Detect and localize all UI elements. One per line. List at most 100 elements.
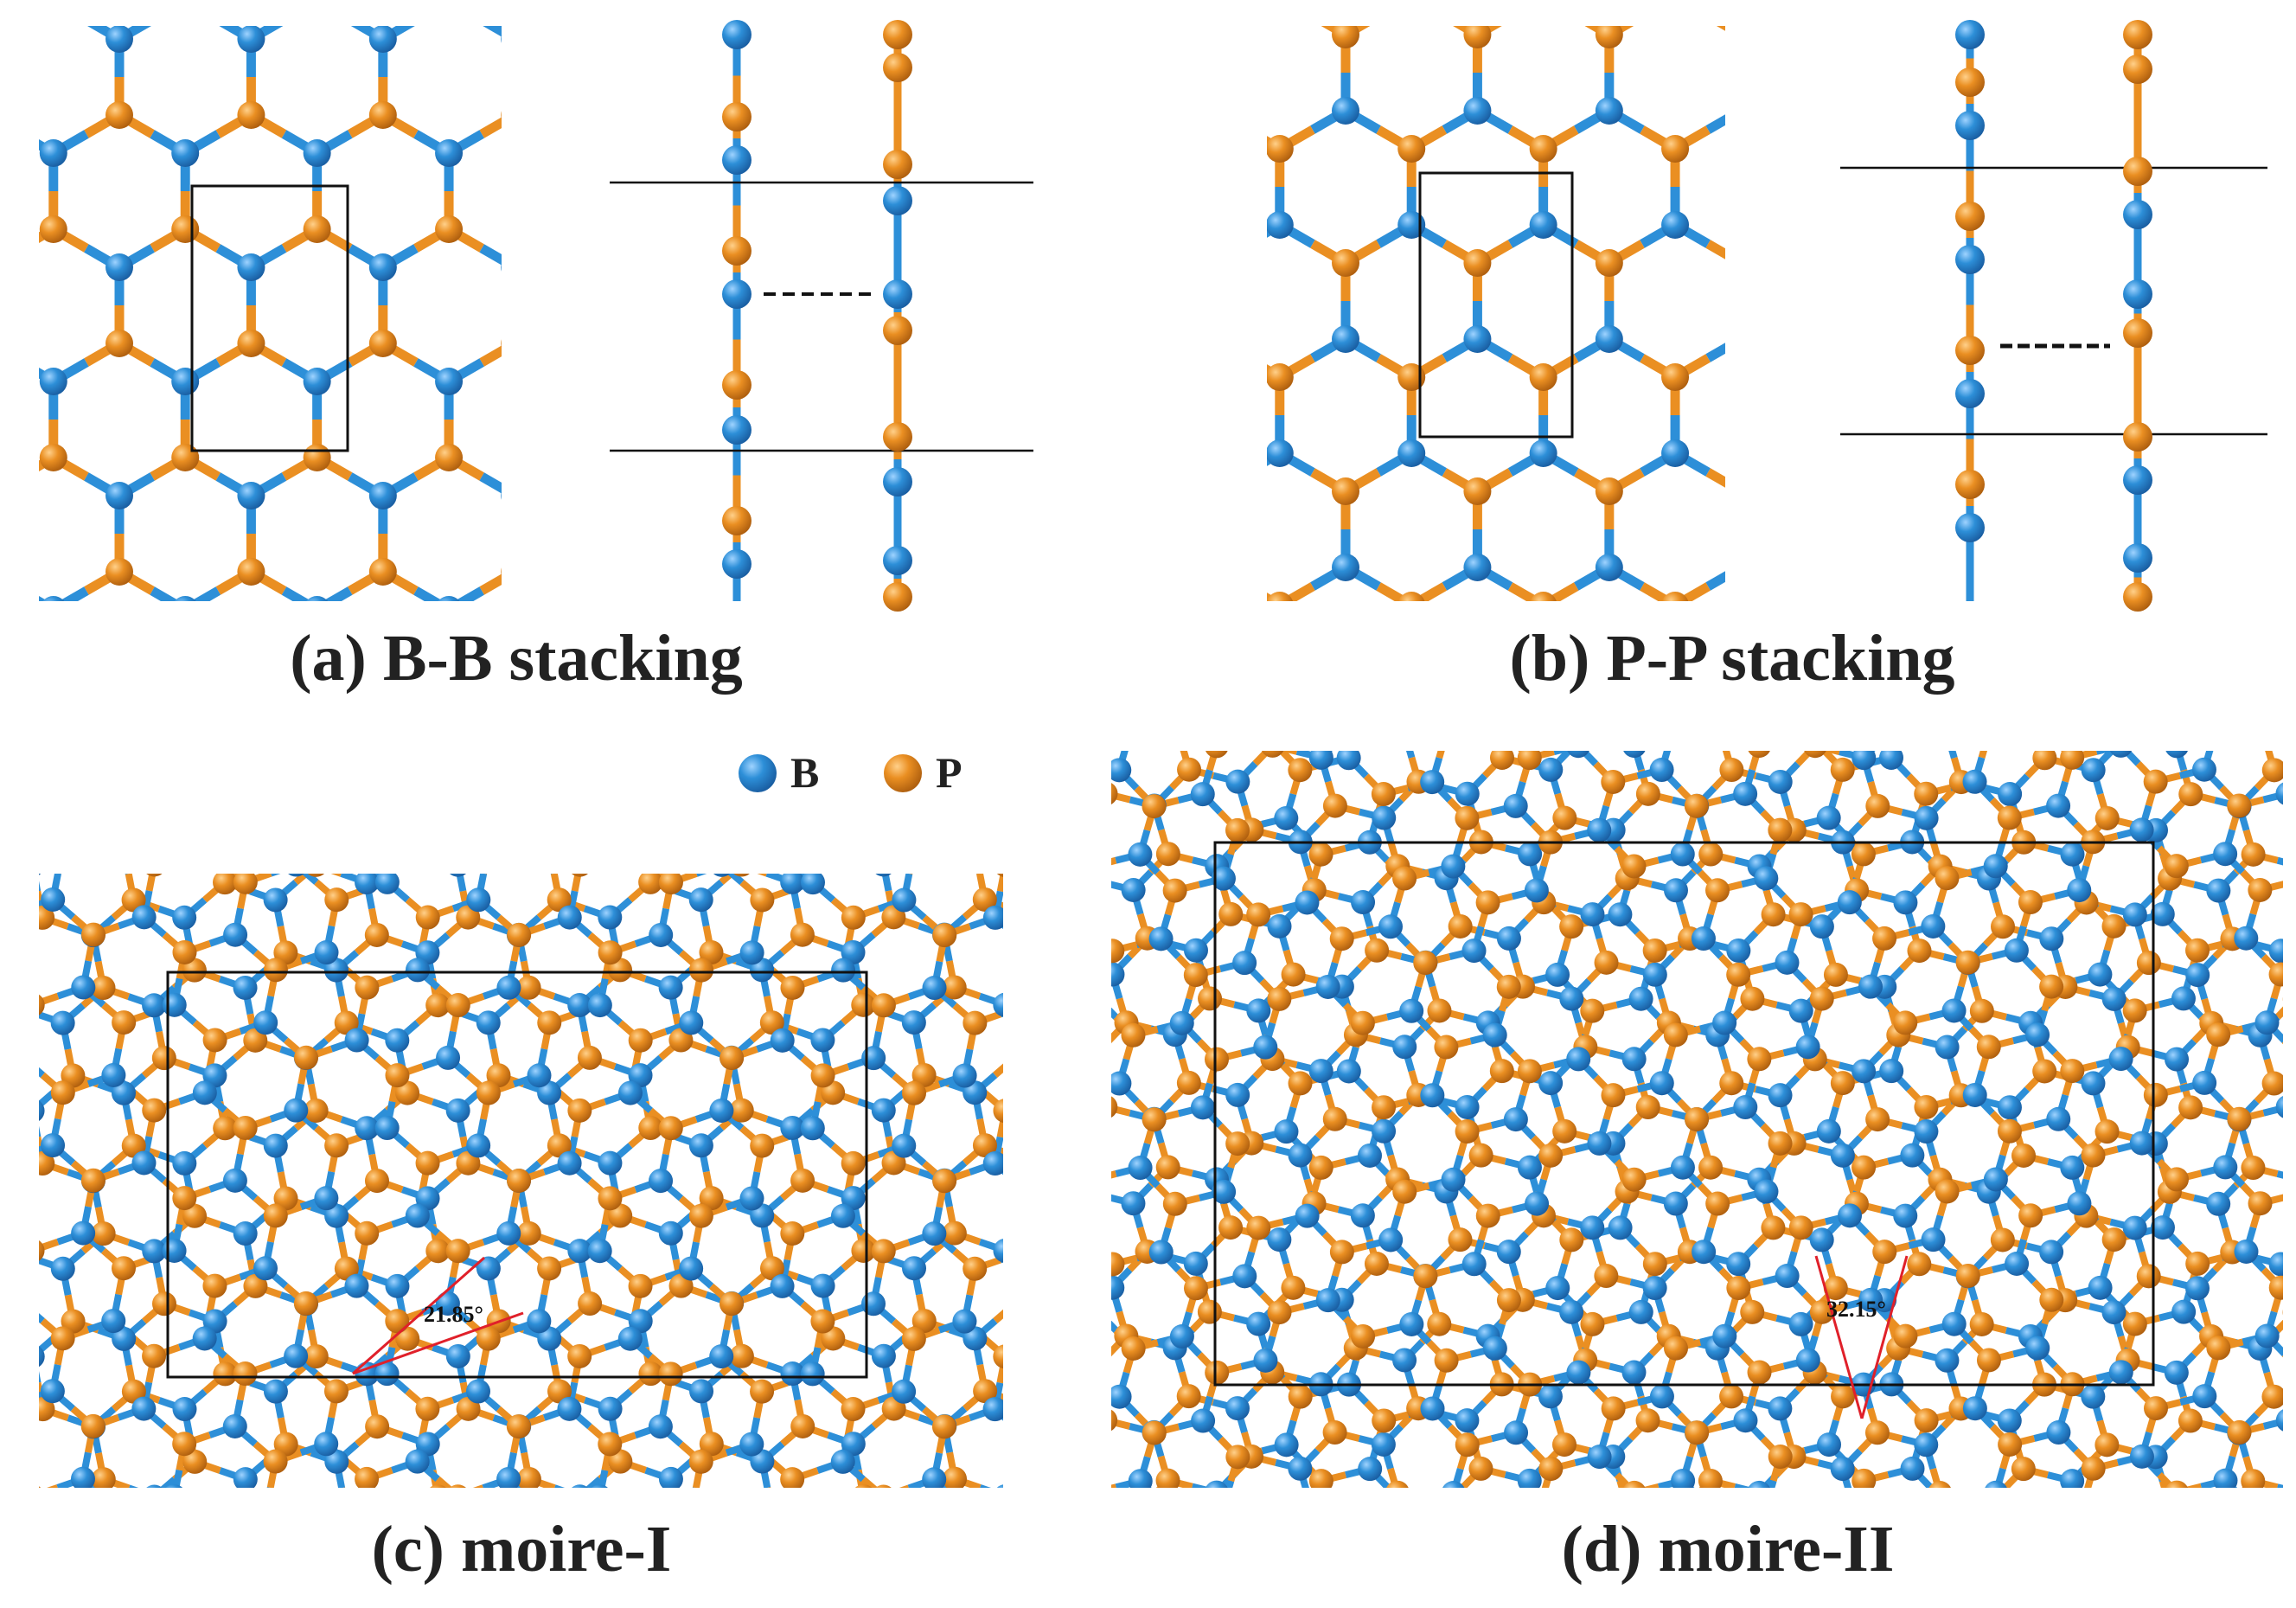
boron-atom [1977,1493,2001,1517]
bond [1774,0,1807,16]
bond [999,1255,1003,1264]
boron-atom [2171,986,2196,1011]
bond [1126,722,1133,746]
boron-atom [892,887,917,913]
phosphorus-atom [759,1256,784,1281]
phosphorus-atom [445,1239,470,1264]
boron-atom [1712,1323,1737,1349]
boron-atom [1900,1456,1925,1481]
phosphorus-atom [1463,706,1491,734]
phosphorus-atom [1068,706,1096,734]
bond [180,847,205,855]
phosphorus-atom [1003,1046,1027,1070]
phosphorus-atom [577,1045,602,1070]
boron-atom [1463,554,1492,581]
boron-atom [567,1239,592,1264]
boron-atom [112,836,136,860]
bond [1405,751,1416,759]
bond [585,1476,603,1488]
boron-atom [1858,974,1883,999]
boron-atom [1816,1118,1841,1144]
boron-atom [739,940,764,965]
bond [547,591,580,610]
boron-atom [739,1432,764,1457]
bond [1082,244,1115,263]
phosphorus-atom [1267,592,1293,601]
phosphorus-atom [1111,939,1125,964]
boron-atom [1809,1227,1834,1252]
phosphorus-atom [1365,938,1390,963]
bond [2281,1355,2283,1358]
boron-atom [368,253,397,281]
boron-atom [1525,1191,1550,1216]
bond [3,1426,22,1444]
boron-atom [165,1484,183,1488]
bond [1807,358,1839,377]
phosphorus-atom [2095,1119,2120,1144]
phosphorus-atom [91,976,116,1001]
boron-atom [1691,926,1716,951]
boron-atom [2171,1299,2197,1324]
boron-atom [288,874,304,877]
boron-atom [780,1115,805,1140]
boron-atom [368,482,397,509]
phosphorus-atom [1155,1468,1180,1488]
phosphorus-atom [1475,1203,1500,1228]
bond [1148,358,1180,377]
boron-atom [1014,993,1038,1017]
phosphorus-atom [80,1168,106,1193]
phosphorus-atom [2081,1143,2106,1168]
phosphorus-atom [425,1239,451,1264]
boron-atom [306,596,329,601]
boron-atom [1128,842,1153,867]
phosphorus-atom [902,836,926,860]
boron-atom [1795,1348,1820,1373]
bond [2005,567,2037,586]
bond [2170,1505,2194,1511]
bond [767,1487,771,1488]
bond [1768,1479,1777,1488]
phosphorus-atom [263,958,288,983]
bond [2262,791,2283,804]
bond [489,1496,508,1514]
bond [1873,472,1906,491]
phosphorus-atom [1552,805,1577,830]
boron-atom [405,958,430,983]
boron-atom [2213,1468,2238,1488]
phosphorus-atom [456,1396,481,1421]
boron-atom [369,710,397,738]
boron-atom [1529,439,1557,467]
boron-atom [1455,1094,1480,1119]
phosphorus-atom [456,1150,481,1176]
boron-atom [1288,1143,1313,1168]
phosphorus-atom [1218,901,1244,926]
boron-atom [435,139,464,167]
bond [1939,0,1972,16]
phosphorus-atom [2185,1251,2210,1276]
bond [614,572,647,591]
phosphorus-atom [1998,1432,2023,1457]
phosphorus-atom [871,993,896,1018]
phosphorus-atom [1332,706,1359,734]
boron-atom [1914,1119,1939,1144]
phosphorus-atom [2136,1264,2161,1289]
phosphorus-atom [699,1432,724,1457]
phosphorus-atom [931,1414,956,1439]
phosphorus-atom [1111,1409,1118,1432]
boron-atom [1420,1396,1445,1421]
bond [860,1477,879,1488]
phosphorus-atom [841,1150,866,1176]
phosphorus-atom [1183,963,1208,988]
phosphorus-atom [1552,1432,1577,1457]
phosphorus-atom [699,1186,724,1211]
phosphorus-atom [1747,1360,1772,1385]
phosphorus-atom [2143,1082,2168,1107]
phosphorus-atom [566,215,594,243]
boron-atom [1991,554,2018,581]
boron-atom [2101,1300,2127,1325]
boron-atom [1378,914,1403,939]
bond [1115,358,1148,377]
boron-atom [1397,0,1425,10]
bond [39,1238,60,1252]
phosphorus-atom [81,922,106,947]
